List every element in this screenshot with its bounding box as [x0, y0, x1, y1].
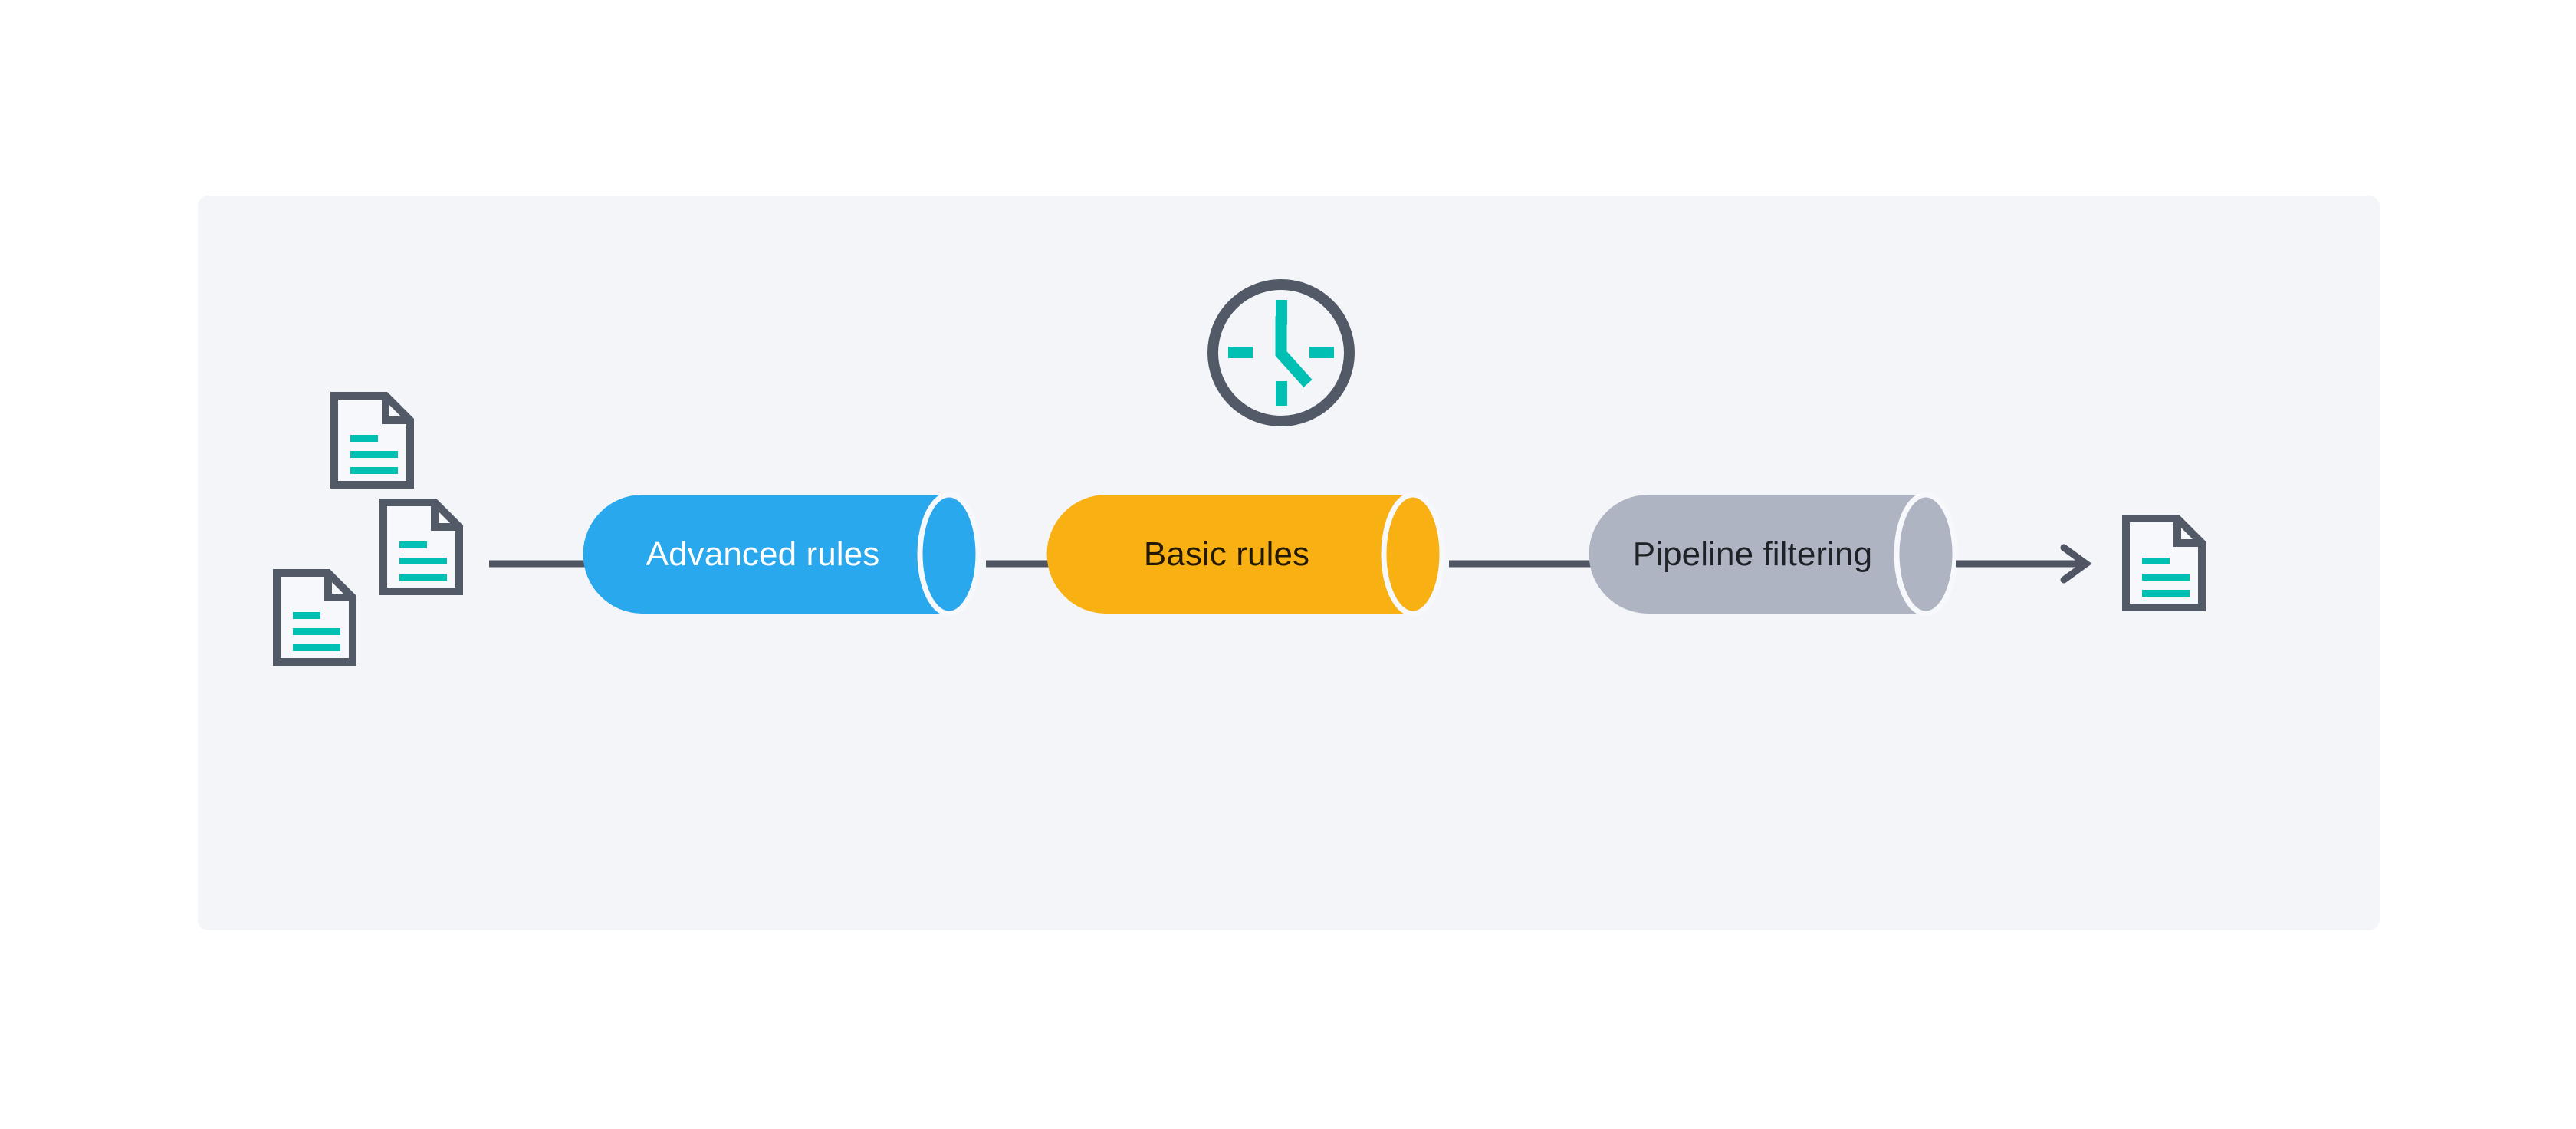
stage-label-basic-rules: Basic rules [1143, 535, 1310, 573]
stage-label-advanced-rules: Advanced rules [646, 535, 880, 573]
stage-label-pipeline-filtering: Pipeline filtering [1632, 535, 1873, 573]
